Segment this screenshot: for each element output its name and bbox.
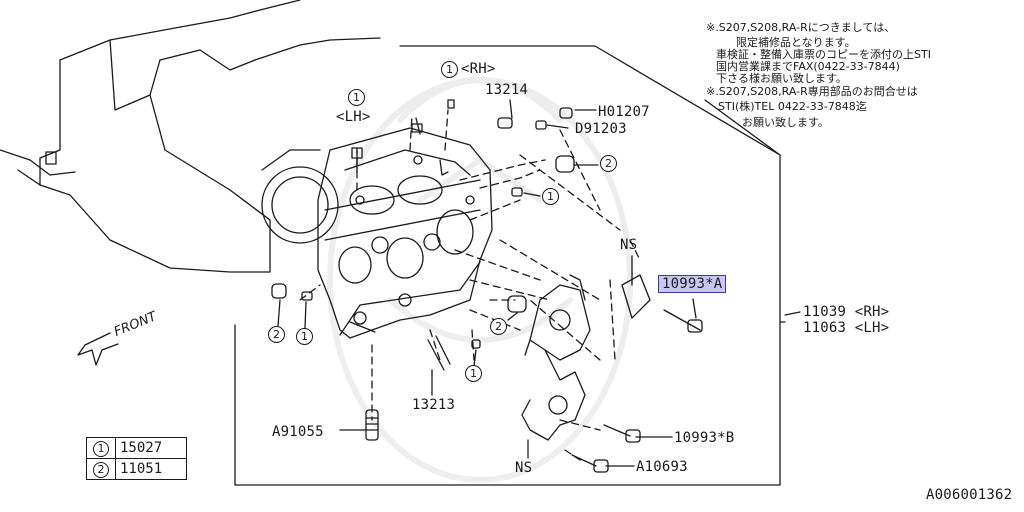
note-line-7: STI(株)TEL 0422-33-7848迄 bbox=[718, 100, 867, 113]
legend-row: 2 11051 bbox=[86, 458, 187, 480]
part-10993b[interactable]: 10993*B bbox=[674, 430, 735, 446]
ref-circle-1-mid[interactable]: 1 bbox=[542, 188, 559, 205]
label-rh: <RH> bbox=[461, 61, 496, 77]
part-11039-rh[interactable]: 11039 <RH> bbox=[803, 304, 890, 320]
part-a91055[interactable]: A91055 bbox=[272, 424, 324, 440]
ref-circle-2-top[interactable]: 2 bbox=[600, 155, 617, 172]
watermark-emblem bbox=[327, 77, 633, 483]
legend-part-15027[interactable]: 15027 bbox=[115, 437, 187, 459]
ref-circle-1-lh[interactable]: 1 bbox=[348, 89, 365, 106]
part-13213[interactable]: 13213 bbox=[412, 397, 456, 413]
part-h01207[interactable]: H01207 bbox=[598, 104, 650, 120]
note-line-4: 国内営業課までFAX(0422-33-7844) bbox=[716, 60, 900, 73]
small-parts bbox=[271, 99, 703, 473]
label-lh: <LH> bbox=[336, 109, 371, 125]
note-line-8: お願い致します。 bbox=[742, 116, 829, 129]
legend-key-1: 1 bbox=[93, 440, 109, 457]
diagram-id: A006001362 bbox=[926, 487, 1013, 503]
note-line-3: 車検証・整備入庫票のコピーを添付の上STI bbox=[716, 48, 931, 61]
camshaft-caps bbox=[521, 274, 651, 441]
part-11063-lh[interactable]: 11063 <LH> bbox=[803, 320, 890, 336]
ref-circle-1-rh[interactable]: 1 bbox=[441, 61, 458, 78]
engine-block-outline bbox=[0, 0, 381, 273]
part-13214[interactable]: 13214 bbox=[485, 82, 529, 98]
note-line-6: ※.S207,S208,RA-R専用部品のお問合せは bbox=[706, 85, 918, 98]
frame-lines bbox=[234, 45, 786, 486]
ref-circle-1-center[interactable]: 1 bbox=[465, 365, 482, 382]
ref-circle-2-center[interactable]: 2 bbox=[490, 318, 507, 335]
label-ns-top: NS bbox=[620, 237, 638, 253]
legend-row: 1 15027 bbox=[86, 437, 187, 459]
ref-circle-2-left[interactable]: 2 bbox=[268, 326, 285, 343]
cylinder-head bbox=[317, 127, 493, 339]
dashed-leaders bbox=[299, 109, 641, 461]
leader-lines bbox=[277, 99, 801, 467]
label-ns-bottom: NS bbox=[515, 460, 533, 476]
part-d91203[interactable]: D91203 bbox=[575, 121, 627, 137]
note-line-5: 下さる様お願い致します。 bbox=[716, 72, 847, 85]
part-10993a-highlighted[interactable]: 10993*A bbox=[658, 275, 727, 293]
note-line-1: ※.S207,S208,RA-Rにつきましては、 bbox=[706, 21, 896, 34]
front-arrow bbox=[77, 332, 119, 366]
legend-table: 1 15027 2 11051 bbox=[86, 437, 187, 480]
note-line-2: 限定補修品となります。 bbox=[736, 36, 856, 49]
legend-key-2: 2 bbox=[93, 461, 109, 478]
part-a10693[interactable]: A10693 bbox=[636, 459, 688, 475]
ref-circle-1-left[interactable]: 1 bbox=[296, 328, 313, 345]
legend-part-11051[interactable]: 11051 bbox=[115, 458, 187, 480]
